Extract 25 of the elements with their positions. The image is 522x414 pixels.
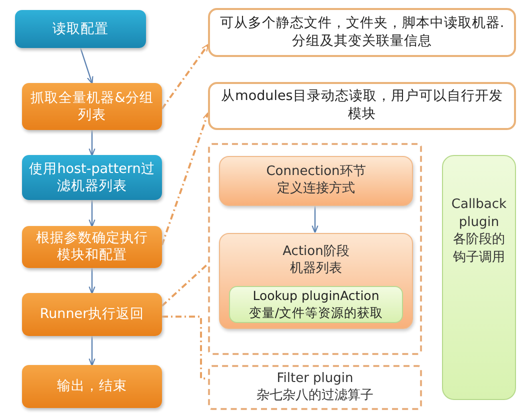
process-box: 抓取全量机器&分组列表 (22, 83, 162, 130)
arrow (88, 200, 96, 228)
stage-box: Connection环节 定义连接方式 (219, 156, 413, 206)
stage-box (219, 233, 413, 329)
plugin-box: Callback plugin 各阶段的钩子调用 (442, 155, 516, 400)
dashed-arrow (161, 44, 209, 110)
process-box: 读取配置 (15, 10, 146, 48)
dashed-arrow (161, 112, 210, 246)
process-box: Runner执行返回 (22, 293, 162, 336)
note-box: 可从多个静态文件，文件夹，脚本中读取机器.分组及其变关联量信息 (208, 8, 516, 57)
plugin-box: Lookup pluginAction 变量/文件等资源的获取 (229, 286, 403, 323)
note-box: 从modules目录动态读取，用户可以自行开发模块 (208, 82, 516, 130)
dashed-line (161, 263, 209, 307)
dashed-line (162, 316, 208, 380)
dashed-plugin-box: Filter plugin 杂七杂八的过滤算子 (208, 365, 422, 410)
stage-title: Action阶段 机器列表 (282, 244, 350, 278)
arrow (312, 205, 318, 234)
process-box: 输出，结束 (22, 365, 162, 408)
arrow (88, 130, 96, 156)
arrow (88, 268, 96, 294)
process-box: 使用host-pattern过滤机器列表 (22, 155, 162, 200)
dashed-group-box (208, 143, 422, 355)
process-box: 根据参数确定执行模块和配置 (22, 226, 162, 268)
arrow (88, 336, 96, 366)
arrow (80, 48, 94, 84)
